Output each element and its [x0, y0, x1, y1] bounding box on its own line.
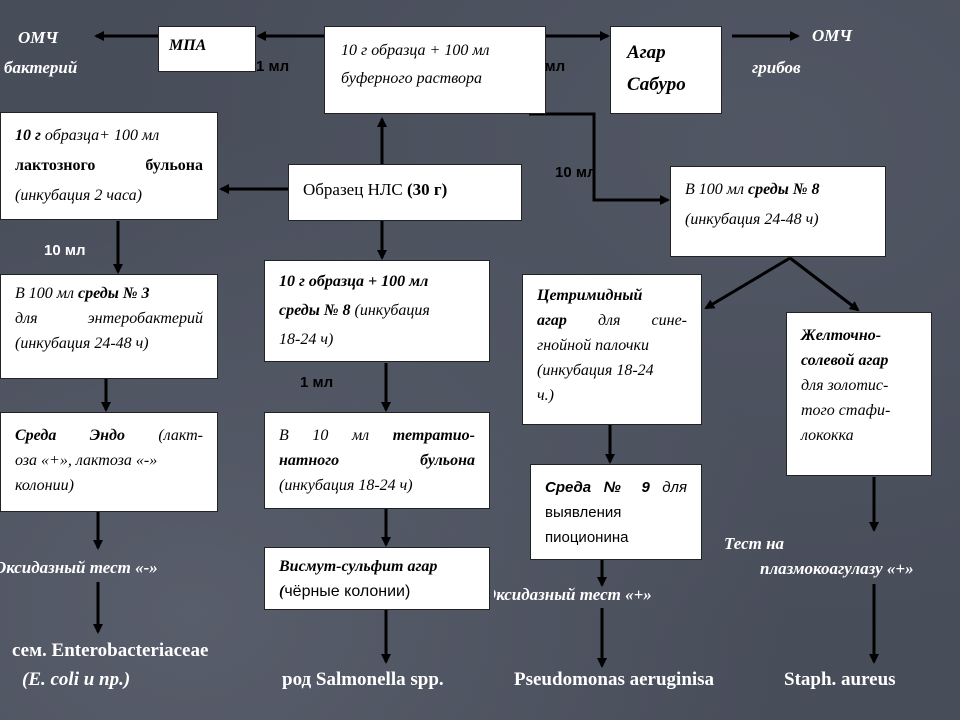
omch-bacteria-sub: бактерий	[4, 58, 78, 77]
box-bismuth-sulfite-agar: Висмут-сульфит агар (чёрные колонии)	[264, 547, 490, 610]
nls-weight: (30 г)	[406, 180, 448, 199]
medium3-volume: В 100 мл	[15, 285, 78, 302]
medium8-top-volume: В 100 мл	[685, 181, 748, 198]
medium9-for: для	[649, 479, 687, 496]
arrow-medium8-yolk	[789, 256, 860, 312]
medium9-purpose-a: выявления	[545, 504, 622, 521]
box-medium3: В 100 мл среды № 3 для энтеробактерий (и…	[0, 274, 218, 379]
yolk-name-b: солевой агар	[801, 352, 889, 369]
plasmocoagulase-label-2: плазмокоагулазу «+»	[760, 559, 914, 578]
box-sample-medium8: 10 г образца + 100 мл среды № 8 (инкубац…	[264, 260, 490, 362]
medium9-purpose-b: пиоционина	[545, 529, 629, 546]
arrow-buffer-medium8	[529, 112, 670, 205]
medium8-top-name: среды № 8	[747, 181, 820, 198]
endo-name: Среда Эндо	[15, 427, 125, 444]
lactose-incubation: (инкубация 2 часа)	[15, 187, 142, 204]
sample8-medium: среды № 8	[279, 302, 351, 319]
lactose-broth-name: лактозного бульона	[15, 157, 203, 174]
mpa-text: МПА	[169, 37, 207, 54]
arrow-medium8-cetrimide	[704, 256, 791, 310]
bismuth-paren: (	[279, 583, 285, 600]
oxidase-negative-label: Оксидазный тест «-»	[0, 558, 158, 577]
saburo-line1: Агар	[627, 42, 666, 63]
omch-fungi-sub: грибов	[752, 58, 801, 77]
box-yolk-salt-agar: Желточно- солевой агар для золотис- того…	[786, 312, 932, 476]
ml10-label-right: 10 мл	[555, 164, 597, 181]
oxidase-positive-label: Оксидазный тест «+»	[494, 585, 652, 604]
cetrimide-purpose-b: гнойной палочки	[537, 337, 649, 354]
ml-label-left: 1 мл	[256, 58, 290, 75]
plasmocoagulase-label-1: Тест на	[724, 534, 785, 553]
box-tetrathionate-broth: В 10 мл тетратио- натного бульона (инкуб…	[264, 412, 490, 509]
endo-colonies: колонии)	[15, 477, 74, 494]
cetrimide-name: Цетримидный	[537, 287, 643, 304]
yolk-purpose-b: того стафи-	[801, 402, 891, 419]
cetrimide-agar-word: агар	[537, 312, 567, 329]
ml1-label-mid: 1 мл	[300, 374, 334, 391]
cetrimide-incubation-unit: ч.)	[537, 387, 554, 404]
tetra-incubation: (инкубация 18-24 ч)	[279, 477, 413, 494]
result-staph-aureus: Staph. aureus	[784, 669, 896, 690]
result-enterobacteriaceae: сем. Enterobacteriaceae	[12, 640, 209, 661]
box-endo-medium: Среда Эндо (лакт- оза «+», лактоза «-» к…	[0, 412, 218, 512]
box-cetrimide-agar: Цетримидный агар для сине- гнойной палоч…	[522, 274, 702, 425]
omch-fungi-label: ОМЧ	[812, 26, 853, 45]
yolk-name-a: Желточно-	[801, 327, 882, 344]
ml10-label-left: 10 мл	[44, 242, 86, 259]
box-nls-sample: Образец НЛС (30 г)	[288, 164, 522, 221]
nls-text: Образец НЛС	[303, 180, 407, 199]
yolk-purpose-c: лококка	[801, 427, 854, 444]
lactose-sample: образца+ 100 мл	[40, 127, 160, 144]
box-medium9: Среда № 9 для выявления пиоционина	[530, 464, 702, 560]
tetra-name-a: тетратио-	[392, 427, 475, 444]
endo-lact-b: оза «+», лактоза «-»	[15, 452, 158, 469]
bismuth-name: Висмут-сульфит агар	[279, 558, 438, 575]
result-salmonella: род Salmonella spp.	[282, 669, 444, 690]
result-pseudomonas: Pseudomonas aeruginisa	[514, 669, 715, 690]
tetra-name-b: натного бульона	[279, 452, 475, 469]
endo-lact-a: (лакт-	[124, 427, 204, 444]
bismuth-colonies: чёрные колонии)	[284, 583, 411, 600]
saburo-line2: Сабуро	[627, 74, 686, 95]
lactose-amount: 10 г	[15, 127, 41, 144]
yolk-purpose-a: для золотис-	[801, 377, 889, 394]
medium8-top-incubation: (инкубация 24-48 ч)	[685, 211, 819, 228]
medium3-incubation: (инкубация 24-48 ч)	[15, 335, 149, 352]
result-ecoli: (E. coli и пр.)	[22, 669, 131, 690]
box-sample-buffer: 10 г образца + 100 мл буферного раствора	[324, 26, 546, 114]
box-medium8-top: В 100 мл среды № 8 (инкубация 24-48 ч)	[670, 166, 886, 257]
sample-buffer-text: 10 г образца + 100 мл буферного раствора	[341, 42, 490, 87]
medium9-name: Среда № 9	[545, 479, 650, 496]
sample8-incubation-word: (инкубация	[350, 302, 430, 319]
cetrimide-incubation: (инкубация 18-24	[537, 362, 654, 379]
ml-label-right: 1 мл	[546, 58, 566, 75]
box-lactose-broth: 10 г образца+ 100 мл лактозного бульона …	[0, 112, 218, 220]
tetra-volume: В 10 мл	[279, 427, 393, 444]
box-agar-saburo: Агар Сабуро	[610, 26, 722, 114]
cetrimide-purpose-a: для сине-	[566, 312, 687, 329]
box-mpa: МПА	[158, 26, 256, 72]
medium3-purpose: для энтеробактерий	[15, 310, 203, 327]
omch-left-line1: ОМЧ	[18, 28, 59, 47]
sample8-line1: 10 г образца + 100 мл	[279, 273, 429, 290]
medium3-name: среды № 3	[77, 285, 150, 302]
sample8-incubation-time: 18-24 ч)	[279, 331, 334, 348]
omch-bacteria-label: ОМЧ	[18, 26, 58, 50]
